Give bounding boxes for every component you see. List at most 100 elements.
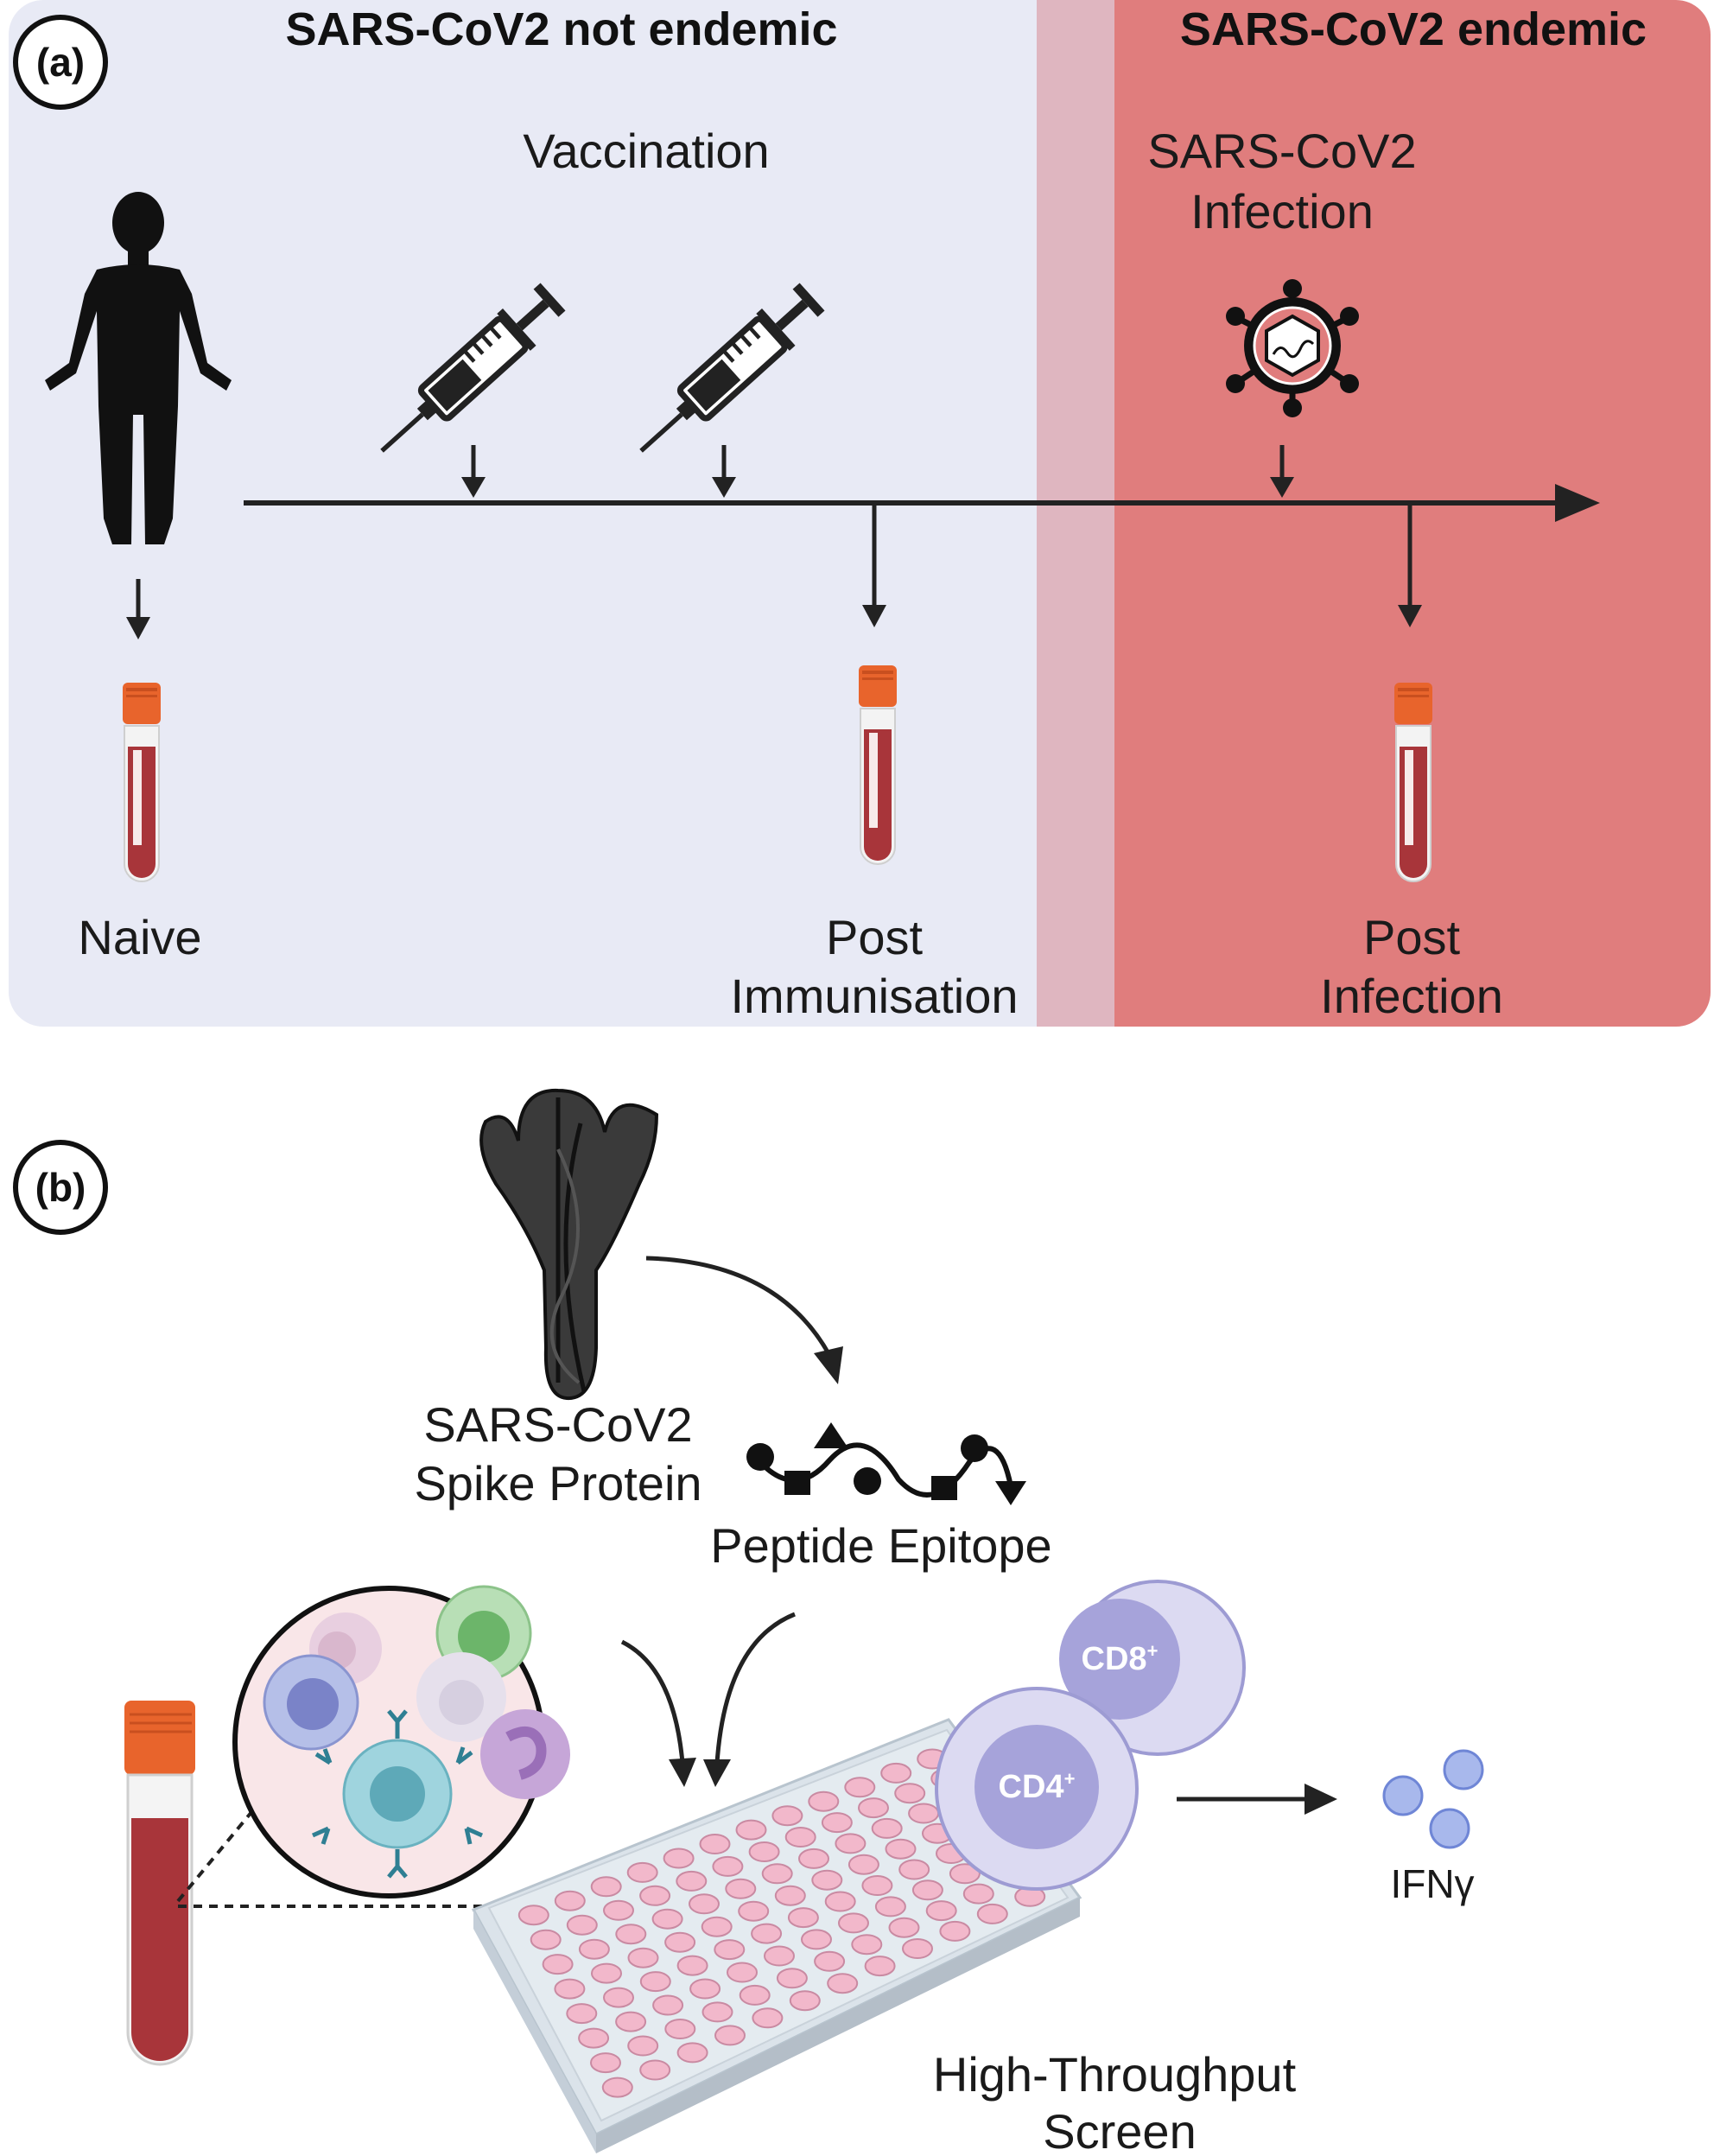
plate-well bbox=[739, 1984, 771, 2006]
plate-well bbox=[761, 1863, 793, 1885]
plate-well bbox=[664, 2019, 696, 2039]
plate-well bbox=[774, 1885, 806, 1906]
plate-well bbox=[701, 2001, 733, 2023]
plate-well bbox=[651, 1908, 683, 1930]
plate-well bbox=[911, 1879, 943, 1901]
plate-well bbox=[787, 1907, 819, 1929]
pbmc-magnifier bbox=[232, 1585, 570, 1898]
virus-icon bbox=[1226, 279, 1359, 417]
plate-well bbox=[712, 1855, 744, 1877]
plate-well bbox=[591, 1962, 622, 1984]
plate-well bbox=[689, 1893, 720, 1915]
not-endemic-region bbox=[9, 0, 1114, 1027]
plate-well bbox=[578, 2027, 610, 2049]
plate-well bbox=[751, 1923, 783, 1944]
ifn-label: IFNγ bbox=[1390, 1861, 1474, 1906]
plate-well bbox=[714, 1939, 746, 1961]
plate-well bbox=[554, 1890, 586, 1911]
plate-well bbox=[554, 1978, 586, 2000]
plate-well bbox=[590, 1876, 622, 1898]
plate-well bbox=[566, 1914, 598, 1936]
plate-well bbox=[601, 2077, 633, 2098]
post-immunisation-line1: Post bbox=[826, 910, 923, 964]
blood-tube-icon bbox=[122, 682, 162, 882]
t-cell-icon: CD4+ bbox=[935, 1687, 1139, 1891]
plate-well bbox=[808, 1790, 840, 1812]
blood-tube-icon bbox=[1393, 682, 1433, 882]
t-cell-icon: CD8+ bbox=[1059, 1580, 1246, 1756]
plate-well bbox=[714, 2025, 746, 2046]
plate-well bbox=[939, 1920, 971, 1942]
plate-well bbox=[689, 1978, 721, 2000]
timeline-arrowhead bbox=[1555, 484, 1600, 522]
cd8-label: CD8+ bbox=[1082, 1640, 1159, 1677]
post-immunisation-line2: Immunisation bbox=[730, 969, 1018, 1023]
panel-b-badge bbox=[13, 1140, 108, 1235]
plate-well bbox=[727, 1962, 758, 1983]
sampling-arrows bbox=[136, 505, 1412, 624]
plate-well bbox=[676, 1955, 708, 1976]
plate-well bbox=[784, 1827, 816, 1848]
naive-label: Naive bbox=[78, 910, 201, 964]
screen-label-line2: Screen bbox=[1043, 2104, 1196, 2156]
plate-well bbox=[894, 1783, 926, 1804]
plate-well bbox=[676, 1870, 708, 1892]
panel-b-label: (b) bbox=[35, 1165, 86, 1210]
plate-well bbox=[652, 1994, 684, 2016]
plate-well bbox=[639, 2059, 671, 2081]
plate-well bbox=[888, 1917, 920, 1938]
plate-well bbox=[844, 1777, 876, 1798]
panel-a: (a) SARS-CoV2 not endemic SARS-CoV2 ende… bbox=[9, 0, 1711, 1027]
plate-well bbox=[871, 1817, 903, 1839]
plate-well bbox=[542, 1954, 574, 1975]
plate-well bbox=[925, 1900, 957, 1922]
plate-well bbox=[627, 2035, 659, 2057]
peptide-label: Peptide Epitope bbox=[710, 1518, 1051, 1573]
plate-well bbox=[603, 1987, 634, 2008]
plate-well bbox=[814, 1950, 846, 1972]
plate-well bbox=[517, 1905, 549, 1926]
plate-well bbox=[590, 2052, 621, 2074]
spike-to-peptide-arrow bbox=[645, 1256, 832, 1357]
well-plate-icon bbox=[471, 1718, 1082, 2153]
panel-b: (b) SARS-CoV2 Spike Protein Peptide Epit… bbox=[13, 1088, 1484, 2156]
vaccination-label: Vaccination bbox=[523, 124, 769, 178]
plate-well bbox=[603, 1899, 634, 1921]
plate-well bbox=[821, 1812, 853, 1834]
plate-well bbox=[874, 1896, 906, 1918]
plate-well bbox=[615, 2011, 647, 2032]
plate-well bbox=[771, 1805, 803, 1827]
plate-well bbox=[627, 1947, 659, 1968]
infection-label-line1: SARS-CoV2 bbox=[1147, 124, 1416, 178]
plate-well bbox=[725, 1878, 757, 1899]
spike-label-line1: SARS-CoV2 bbox=[423, 1397, 692, 1452]
plate-well bbox=[976, 1903, 1008, 1924]
plate-well bbox=[776, 1968, 808, 1989]
plate-well bbox=[789, 1990, 821, 2012]
cytokine-icon bbox=[1382, 1749, 1484, 1849]
plate-well bbox=[735, 1819, 767, 1841]
spike-protein-icon bbox=[479, 1088, 659, 1401]
plate-well bbox=[738, 1900, 770, 1922]
infection-label-line2: Infection bbox=[1190, 184, 1374, 238]
plate-well bbox=[639, 1971, 671, 1993]
plate-well bbox=[827, 1973, 859, 1994]
plate-well bbox=[801, 1929, 832, 1950]
blood-tube-icon bbox=[124, 1701, 195, 2066]
plate-well bbox=[752, 2007, 784, 2029]
plate-well bbox=[851, 1934, 883, 1956]
panel-a-badge bbox=[13, 15, 108, 110]
plate-well bbox=[898, 1859, 930, 1880]
plate-well bbox=[864, 1956, 896, 1977]
plate-well bbox=[885, 1838, 917, 1860]
plate-well bbox=[858, 1797, 889, 1819]
plate-well bbox=[902, 1938, 933, 1959]
plate-well bbox=[824, 1891, 856, 1912]
plate-well bbox=[835, 1833, 867, 1854]
plate-well bbox=[908, 1803, 940, 1824]
plate-well bbox=[949, 1863, 981, 1885]
plate-well bbox=[578, 1938, 610, 1960]
peptide-to-plate-arrow bbox=[714, 1612, 796, 1764]
plate-well bbox=[764, 1945, 795, 1967]
